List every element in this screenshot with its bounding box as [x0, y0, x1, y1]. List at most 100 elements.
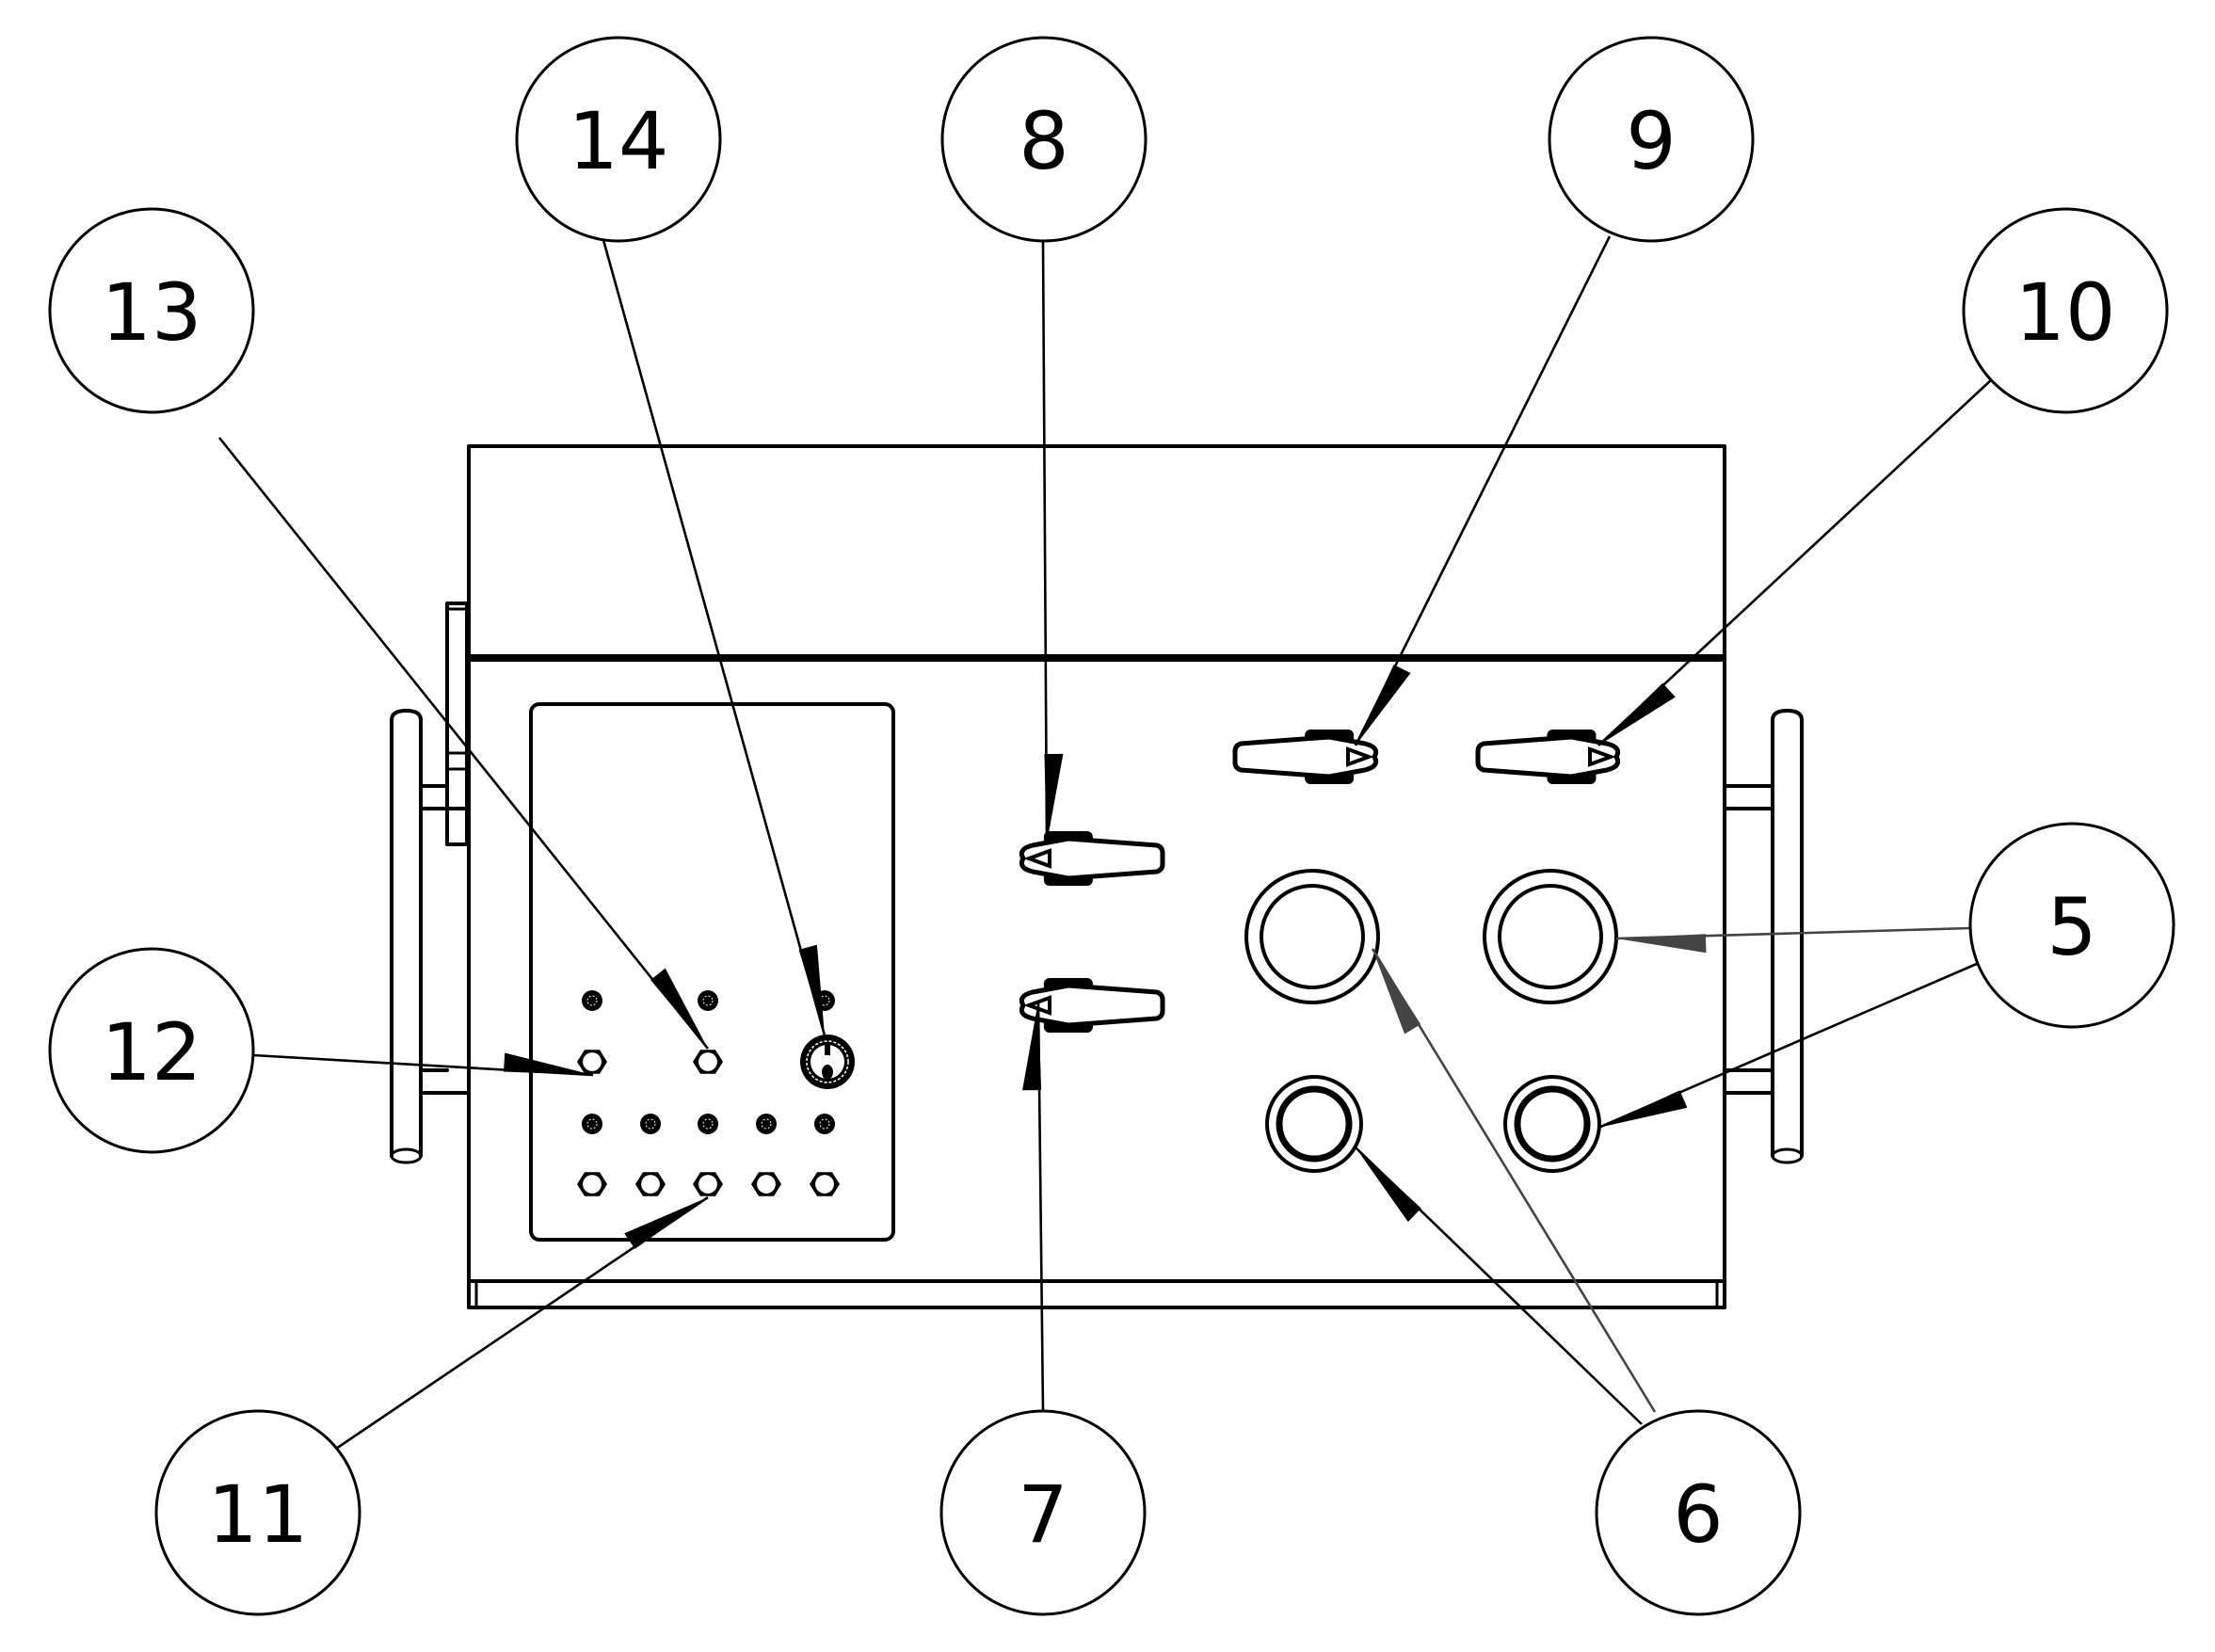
- hex-bore: [815, 1175, 834, 1194]
- balloon-circle: [1548, 36, 1755, 243]
- ring-inner: [1514, 1085, 1591, 1163]
- indicator-lamp: [698, 990, 718, 1011]
- indicator-lamp-ring: [819, 995, 830, 1006]
- handle-pipe-end: [1771, 1147, 1804, 1164]
- balloon-circle: [48, 207, 255, 414]
- leader-arrowhead: [650, 968, 708, 1049]
- hex-middle: [693, 1050, 723, 1074]
- balloon-number: 13: [102, 266, 202, 359]
- control-panel: [529, 702, 895, 1242]
- callout-balloon-6: 6: [1595, 1409, 1802, 1616]
- enclosure: [390, 444, 1804, 1309]
- balloon-circle: [1962, 207, 2169, 414]
- hex-bore: [757, 1175, 776, 1194]
- indicator-lamp: [698, 1114, 718, 1134]
- balloon-circle: [940, 36, 1148, 243]
- key-switch-ring: [806, 1040, 849, 1083]
- leader-arrowhead: [798, 944, 825, 1035]
- hex-bore: [583, 1175, 602, 1194]
- balloon-number: 8: [1019, 95, 1068, 187]
- hex-bottom-row-item: [577, 1172, 607, 1196]
- ring-outer: [1244, 869, 1380, 1004]
- indicator-lamp-ring: [702, 995, 714, 1006]
- knob-pointer-icon: [1346, 746, 1374, 767]
- leader-6b: [1371, 948, 1657, 1413]
- callout-balloon-11: 11: [154, 1409, 361, 1616]
- knob-pointer-icon: [1588, 746, 1616, 767]
- balloon-number: 10: [2015, 266, 2116, 359]
- leader-arrowhead: [1356, 1147, 1421, 1222]
- balloon-number: 14: [569, 95, 669, 187]
- balloon-number: 11: [208, 1468, 309, 1561]
- indicator-lamp: [756, 1114, 777, 1134]
- indicator-lamp: [814, 1114, 835, 1134]
- balloon-circle: [939, 1409, 1147, 1616]
- balloon-circle: [1968, 822, 2175, 1029]
- key-plug: [822, 1065, 833, 1080]
- handle-pipe: [1771, 709, 1804, 1158]
- indicator-lamp: [582, 990, 602, 1011]
- small-ring-right: [1503, 1075, 1601, 1173]
- indicator-lamp-ring: [702, 1118, 714, 1130]
- hex-bore: [641, 1175, 660, 1194]
- knob-pointer-icon: [1023, 848, 1051, 869]
- indicator-lamp-ring: [586, 995, 598, 1006]
- handle-left: [390, 709, 471, 1164]
- hex-bottom-row-item: [810, 1172, 840, 1196]
- hex-bottom-row-item: [751, 1172, 781, 1196]
- knob-top-middle: [1232, 730, 1379, 784]
- indicator-lamp-ring: [819, 1118, 830, 1130]
- callout-balloon-13: 13: [48, 207, 255, 414]
- indicator-lamp-ring: [761, 1118, 772, 1130]
- leader-14: [602, 239, 827, 1036]
- balloon-number: 5: [2046, 881, 2096, 973]
- callout-balloon-5: 5: [1968, 822, 2175, 1029]
- front-components: [1019, 730, 1621, 1173]
- balloon-circle: [154, 1409, 361, 1616]
- callout-balloon-8: 8: [940, 36, 1148, 243]
- key-slot: [825, 1042, 830, 1055]
- hex-bore: [698, 1052, 717, 1071]
- handle-pipe: [390, 709, 423, 1158]
- indicator-lamp-ring: [645, 1118, 656, 1130]
- hex-bore: [583, 1052, 602, 1071]
- control-panel-outline: [529, 702, 895, 1242]
- leader-arrowhead: [1022, 1001, 1042, 1091]
- enclosure-outline: [467, 444, 1726, 1309]
- indicator-lamp: [582, 990, 602, 1011]
- leader-arrowhead: [1616, 934, 1707, 954]
- knob-body: [1232, 734, 1379, 779]
- callout-balloon-12: 12: [48, 947, 255, 1154]
- balloon-circle: [1595, 1409, 1802, 1616]
- ring-inner: [1498, 884, 1603, 989]
- callout-balloon-9: 9: [1548, 36, 1755, 243]
- leader-lines: [217, 235, 1994, 1452]
- ring-inner: [1260, 884, 1365, 989]
- callout-balloon-14: 14: [515, 36, 722, 243]
- indicator-lamp-ring: [586, 1118, 598, 1130]
- balloon-number: 9: [1626, 95, 1676, 187]
- leader-arrowhead: [1044, 753, 1064, 843]
- leader-arrowhead: [1598, 682, 1676, 746]
- leader-10: [1597, 377, 1994, 746]
- knob-lower-left: [1019, 978, 1165, 1033]
- balloon-number: 6: [1673, 1468, 1723, 1561]
- leader-arrowhead: [1598, 1090, 1688, 1128]
- large-ring-right: [1483, 869, 1618, 1004]
- balloon-number: 12: [102, 1006, 202, 1099]
- ring-outer: [1265, 1075, 1363, 1173]
- key-switch: [800, 1035, 855, 1089]
- key-switch-face: [811, 1045, 844, 1079]
- indicator-lamp: [698, 1114, 718, 1134]
- knob-top-right: [1475, 730, 1621, 784]
- knob-body: [1019, 836, 1165, 881]
- indicator-lamp: [640, 1114, 661, 1134]
- balloon-callouts: 5 6 7 8 9 10 11 12 13 14: [48, 36, 2175, 1616]
- indicator-lamp: [814, 1114, 835, 1134]
- indicator-lamp: [756, 1114, 777, 1134]
- balloon-number: 7: [1018, 1468, 1067, 1561]
- knob-body: [1475, 734, 1621, 779]
- callout-balloon-7: 7: [939, 1409, 1147, 1616]
- indicator-lamp: [582, 1114, 602, 1134]
- small-ring-left: [1265, 1075, 1363, 1173]
